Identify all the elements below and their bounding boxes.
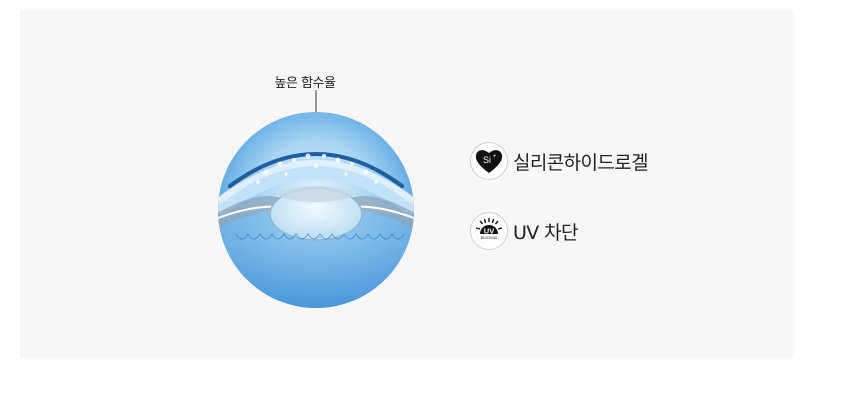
eye-cross-section-icon (218, 90, 414, 308)
feature-silicone-hydrogel: Si + 실리콘하이드로겔 (470, 142, 649, 180)
high-water-content-callout: 높은 함수율 (274, 76, 336, 91)
sun-icon: UV BLOCKING (475, 218, 503, 240)
contact-lens-band (228, 152, 404, 188)
svg-text:BLOCKING: BLOCKING (481, 236, 498, 240)
svg-text:UV: UV (484, 227, 494, 236)
feature-label-silicone-hydrogel: 실리콘하이드로겔 (513, 151, 649, 174)
si-heart-badge-icon: Si + (470, 142, 508, 180)
feature-list: Si + 실리콘하이드로겔 (470, 142, 649, 282)
heart-icon: Si + (475, 150, 503, 173)
eye-illustration (196, 90, 436, 316)
content-panel: 높은 함수율 (20, 10, 794, 358)
feature-label-uv-blocking: UV 차단 (513, 221, 579, 244)
svg-text:Si: Si (483, 155, 491, 165)
uv-blocking-badge-icon: UV BLOCKING (470, 212, 508, 250)
svg-text:+: + (493, 154, 497, 160)
feature-uv-blocking: UV BLOCKING UV 차단 (470, 212, 648, 250)
